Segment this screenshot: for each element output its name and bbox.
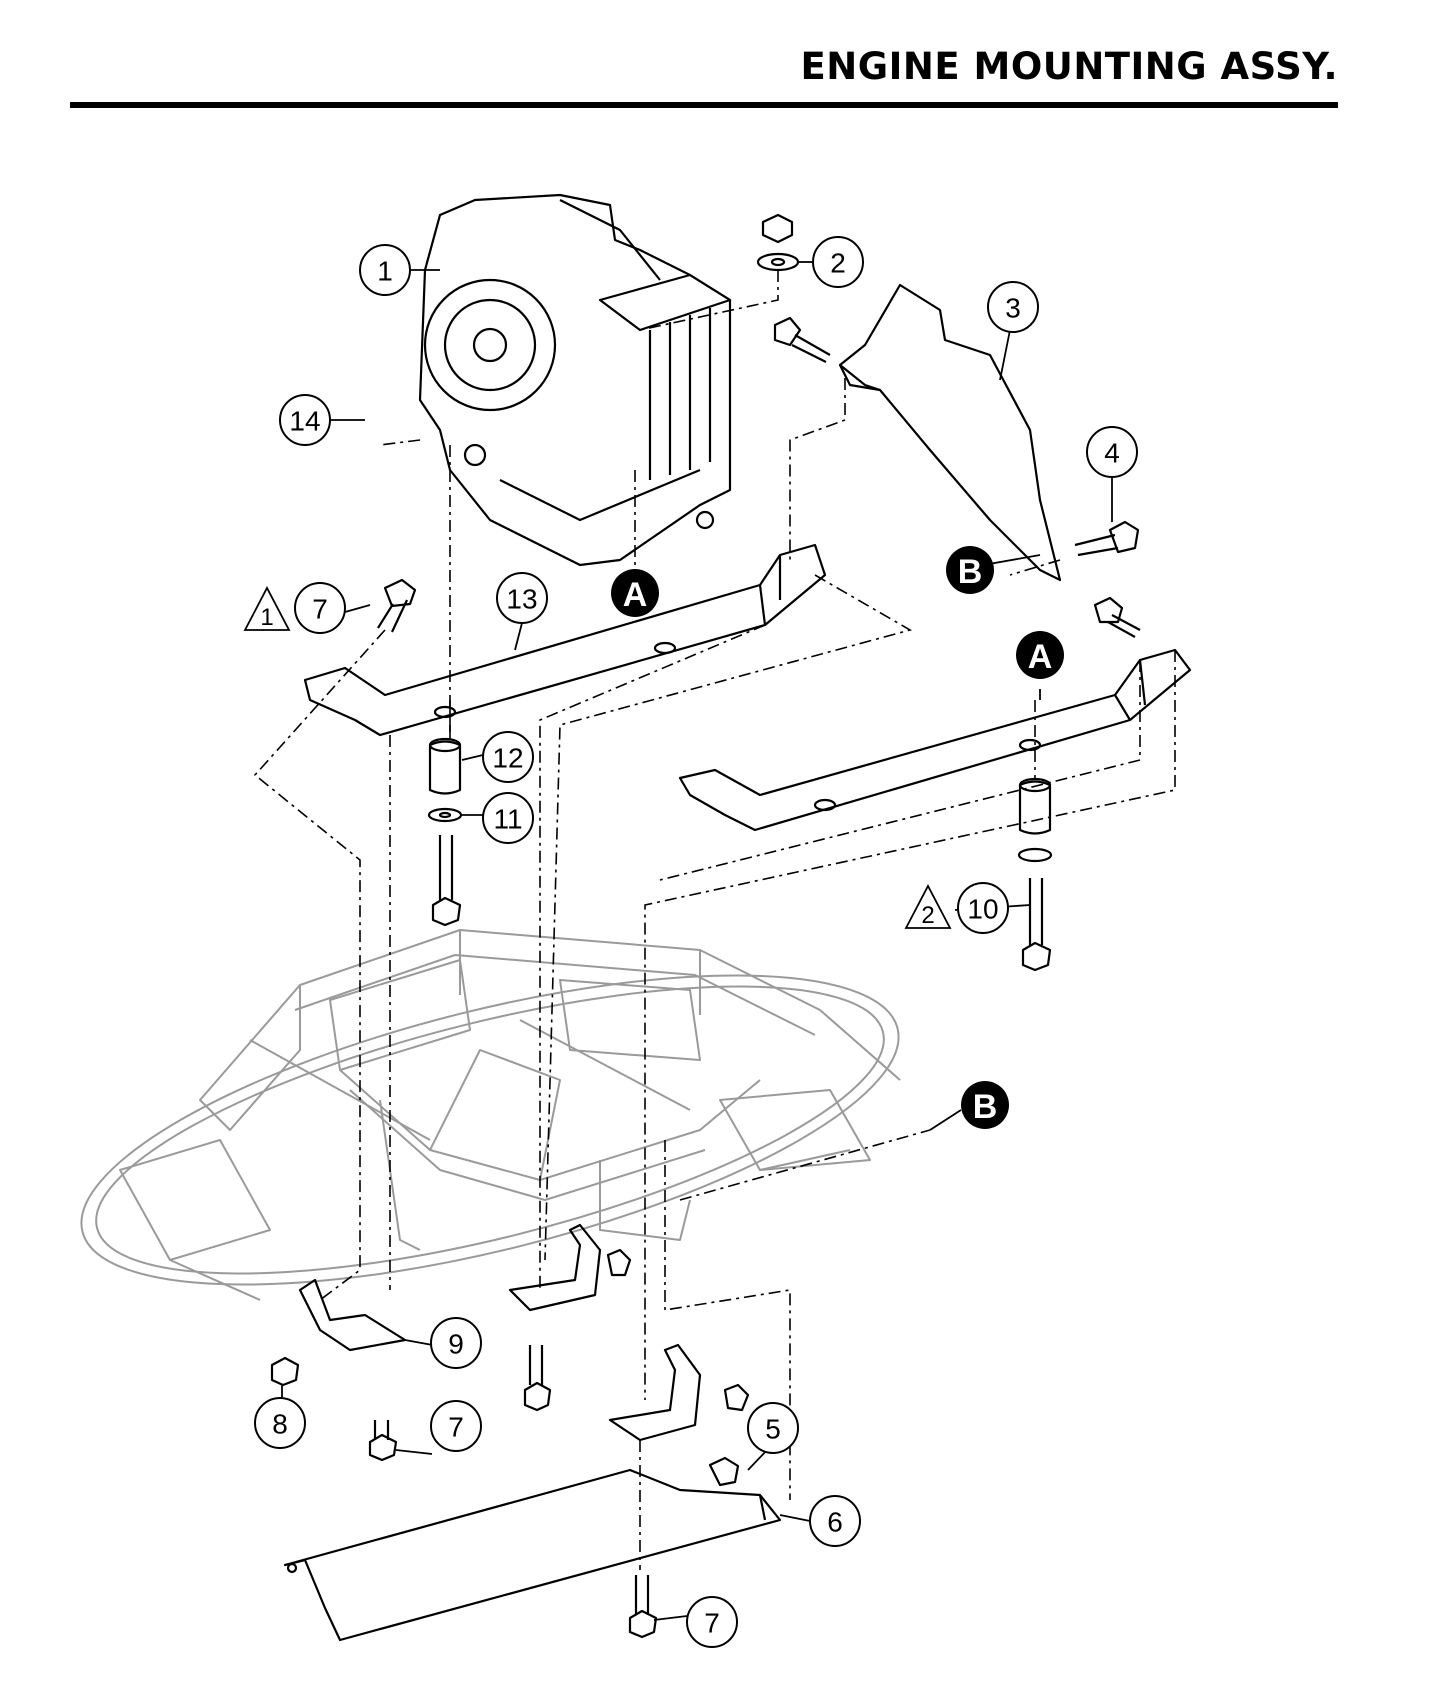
callout-label: 9 bbox=[448, 1329, 464, 1360]
bracket-lower bbox=[608, 1343, 750, 1487]
callout-12: 12 bbox=[482, 731, 534, 783]
callout-9: 9 bbox=[430, 1317, 482, 1369]
callout-label: 8 bbox=[272, 1409, 288, 1440]
leader-lines bbox=[281, 261, 1113, 1621]
warning-triangle-1: 1 bbox=[243, 586, 291, 631]
title-rule bbox=[70, 102, 1338, 108]
isolator-right bbox=[1017, 777, 1053, 972]
callout-7-middle: 7 bbox=[430, 1400, 482, 1452]
callout-label: 13 bbox=[506, 584, 537, 615]
engine bbox=[418, 193, 732, 567]
bracket-center bbox=[508, 1223, 632, 1412]
callout-8: 8 bbox=[254, 1397, 306, 1449]
callout-label: 7 bbox=[448, 1412, 464, 1443]
callout-label: 7 bbox=[704, 1608, 720, 1639]
reference-label: B bbox=[973, 1088, 998, 1126]
bolt-7-top bbox=[377, 578, 417, 633]
callout-label: 6 bbox=[827, 1507, 843, 1538]
skid-plate bbox=[283, 1468, 782, 1642]
callout-2: 2 bbox=[812, 236, 864, 288]
callout-label: 4 bbox=[1104, 438, 1120, 469]
nut-washer-2 bbox=[756, 213, 800, 272]
bracket-9 bbox=[270, 1278, 407, 1462]
mower-deck-frame bbox=[80, 929, 901, 1301]
callout-6: 6 bbox=[809, 1495, 861, 1547]
heat-shield bbox=[838, 283, 1062, 582]
callout-label: 1 bbox=[377, 256, 393, 287]
callout-13: 13 bbox=[496, 572, 548, 624]
callout-label: 11 bbox=[493, 804, 522, 835]
callout-label: 10 bbox=[967, 894, 998, 925]
callout-7-top: 7 bbox=[294, 582, 346, 634]
callout-1: 1 bbox=[359, 244, 411, 296]
isolator-left bbox=[427, 737, 463, 927]
reference-marker-b-frame: B bbox=[961, 1081, 1009, 1129]
reference-marker-b-shield: B bbox=[946, 546, 994, 594]
callout-3: 3 bbox=[987, 281, 1039, 333]
bolt-3 bbox=[773, 316, 831, 363]
warning-triangle-2: 2 bbox=[904, 884, 952, 929]
callout-label: 5 bbox=[765, 1414, 781, 1445]
callout-14: 14 bbox=[279, 394, 331, 446]
callout-10: 10 bbox=[957, 882, 1009, 934]
reference-label: A bbox=[623, 576, 648, 614]
callout-7-bottom: 7 bbox=[686, 1596, 738, 1648]
mount-rail-right bbox=[678, 648, 1192, 832]
reference-label: A bbox=[1028, 638, 1053, 676]
callout-4: 4 bbox=[1086, 426, 1138, 478]
callout-5: 5 bbox=[747, 1402, 799, 1454]
reference-marker-a-engine: A bbox=[611, 569, 659, 617]
callout-label: 14 bbox=[289, 406, 320, 437]
reference-label: B bbox=[958, 553, 983, 591]
callout-label: 2 bbox=[830, 248, 846, 279]
callout-label: 12 bbox=[492, 743, 523, 774]
warning-label: 2 bbox=[921, 902, 934, 929]
warning-label: 1 bbox=[260, 604, 273, 631]
bolt-a-right bbox=[1093, 596, 1141, 638]
callout-label: 3 bbox=[1005, 293, 1021, 324]
bolt-7-bottom bbox=[628, 1575, 658, 1639]
assembly-lines bbox=[253, 270, 1176, 1570]
page-title: ENGINE MOUNTING ASSY. bbox=[800, 45, 1338, 88]
callout-11: 11 bbox=[482, 792, 534, 844]
mount-rail-13 bbox=[303, 543, 827, 737]
bolt-4 bbox=[1074, 520, 1140, 557]
reference-marker-a-rail: A bbox=[1016, 631, 1064, 679]
callout-label: 7 bbox=[312, 594, 328, 625]
